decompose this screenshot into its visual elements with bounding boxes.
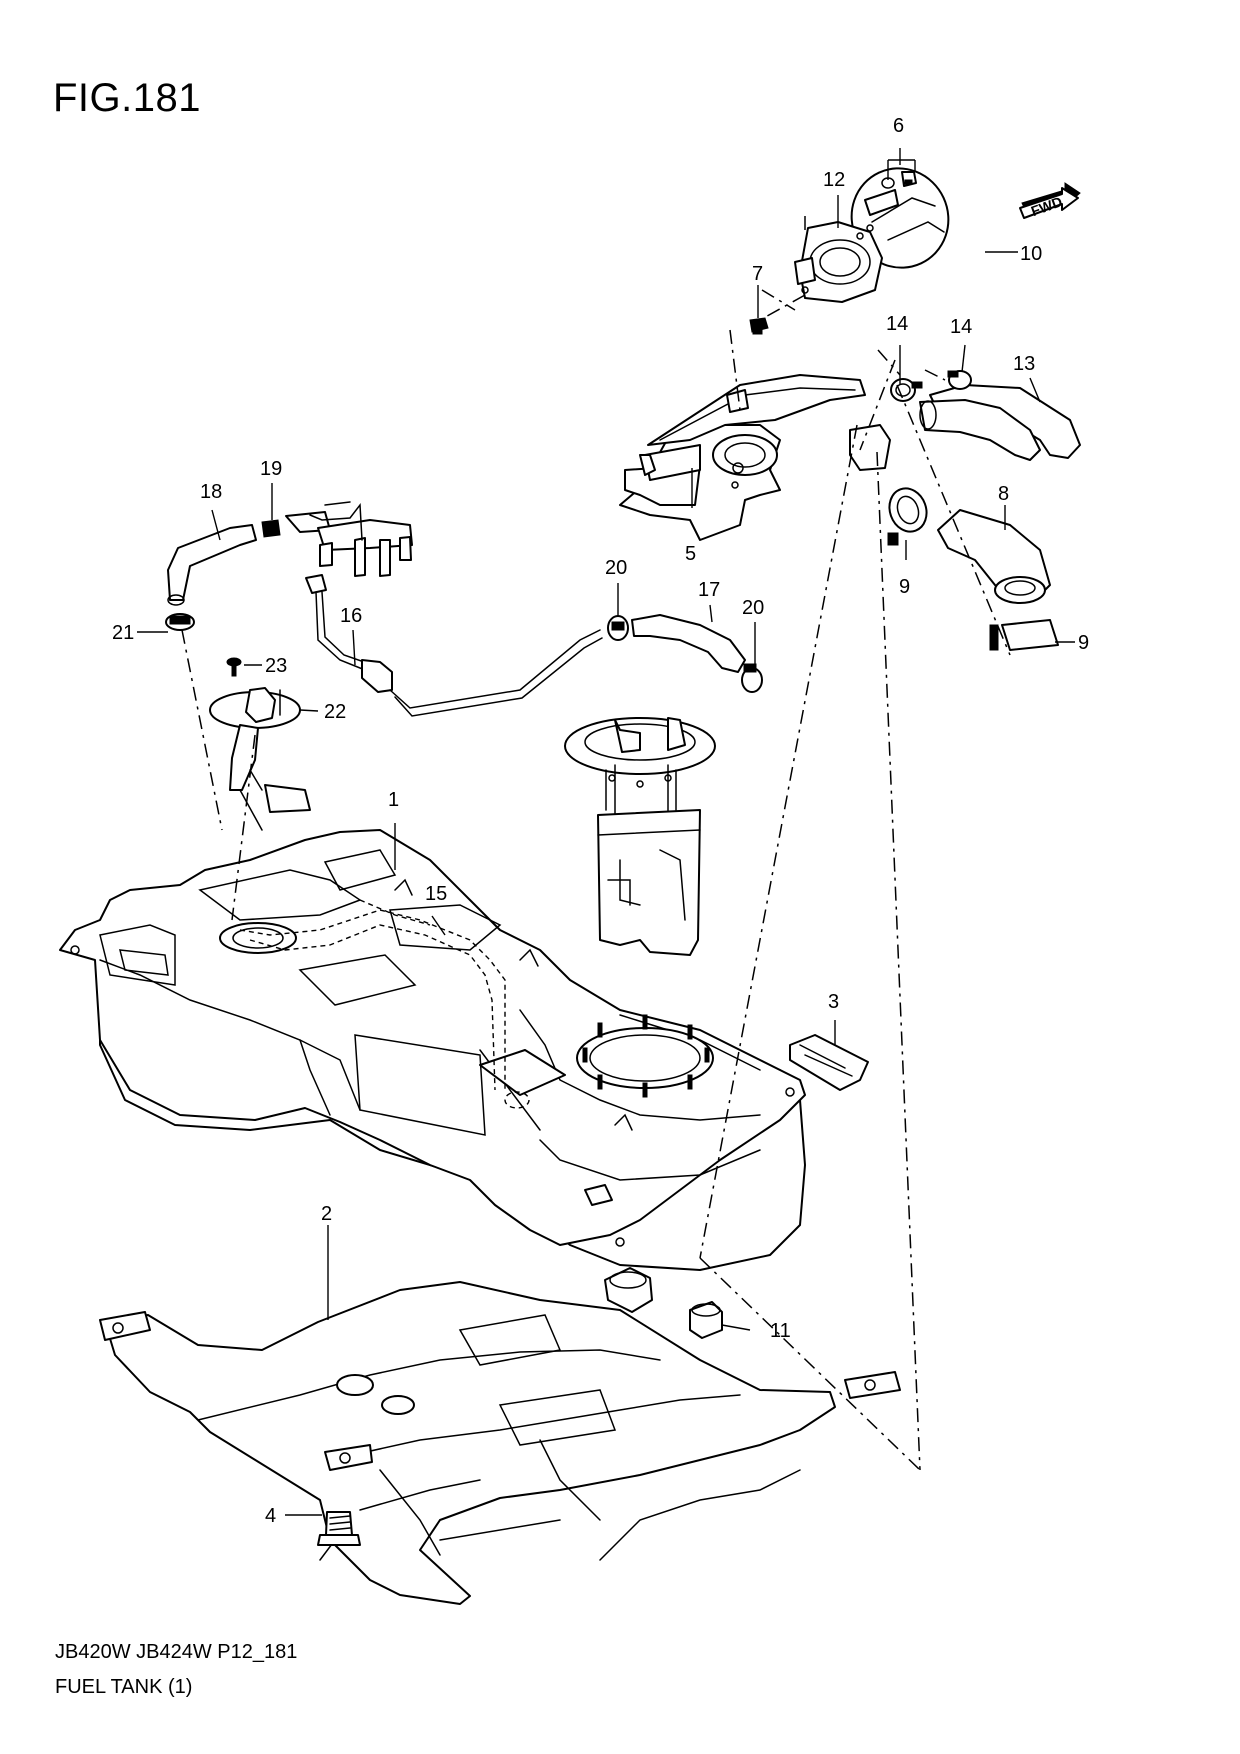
fuel-pump-assembly[interactable] [564, 717, 716, 956]
bolt-part-4[interactable] [317, 1511, 361, 1546]
callout-numbers: 1 2 3 4 5 6 7 8 9 9 10 11 12 13 14 14 15… [112, 115, 1089, 1527]
callout-13: 13 [1013, 353, 1035, 375]
tank-guard-part-2[interactable] [99, 1281, 901, 1605]
figure-title: FIG.181 [53, 76, 202, 120]
leader-lines [137, 148, 1075, 1516]
callout-7: 7 [752, 263, 763, 285]
callout-4: 4 [265, 1505, 276, 1527]
screw-washer-part-6[interactable] [881, 171, 917, 189]
fwd-badge-text: FWD [1029, 193, 1064, 219]
callout-17: 17 [698, 579, 720, 601]
hose-part-18[interactable] [167, 524, 257, 606]
clamp-part-20b[interactable] [741, 663, 763, 693]
callout-9b: 9 [1078, 632, 1089, 654]
callout-9a: 9 [899, 576, 910, 598]
callout-8: 8 [998, 483, 1009, 505]
hose-part-8[interactable] [937, 509, 1051, 604]
bolt-part-23[interactable] [226, 657, 242, 677]
clamp-part-9b[interactable] [989, 619, 1059, 651]
pipe-part-16[interactable] [305, 574, 603, 717]
callout-5: 5 [685, 543, 696, 565]
callout-20a: 20 [605, 557, 627, 579]
grommet-part-11[interactable] [689, 1301, 723, 1339]
filler-housing-part-12[interactable] [794, 221, 883, 303]
hose-part-13[interactable] [919, 384, 1081, 461]
figure-caption-name: FUEL TANK (1) [55, 1676, 193, 1698]
callout-2: 2 [321, 1203, 332, 1225]
clamp-part-14a[interactable] [890, 378, 923, 402]
clamp-part-20a[interactable] [607, 615, 629, 641]
figure-caption-code: JB420W JB424W P12_181 [55, 1641, 298, 1663]
fuel-tank-part-1[interactable] [59, 829, 806, 1313]
clamp-part-21[interactable] [165, 613, 195, 631]
callout-20b: 20 [742, 597, 764, 619]
callout-3: 3 [828, 991, 839, 1013]
callout-6: 6 [893, 115, 904, 137]
callout-19: 19 [260, 458, 282, 480]
callout-10: 10 [1020, 243, 1042, 265]
clamp-part-14b[interactable] [947, 370, 972, 390]
hose-part-17[interactable] [631, 614, 746, 673]
callout-16: 16 [340, 605, 362, 627]
callout-23: 23 [265, 655, 287, 677]
forward-direction-arrow: FWD [1019, 182, 1081, 219]
clamp-part-19[interactable] [261, 519, 281, 538]
callout-21: 21 [112, 622, 134, 644]
callout-15: 15 [425, 883, 447, 905]
pad-part-3[interactable] [789, 1034, 869, 1091]
fuel-inlet-pipe-part-5[interactable] [619, 374, 891, 541]
bolt-part-7[interactable] [749, 317, 769, 335]
callout-14a: 14 [886, 313, 908, 335]
callout-1: 1 [388, 789, 399, 811]
vent-pipe-assembly[interactable] [285, 501, 413, 577]
fuel-gauge-sender-part-22[interactable] [209, 687, 311, 831]
callout-12: 12 [823, 169, 845, 191]
callout-11: 11 [770, 1320, 791, 1342]
assembly-reference-lines [181, 210, 1011, 1471]
callout-22: 22 [324, 701, 346, 723]
clamp-part-9a[interactable] [884, 483, 933, 546]
callout-18: 18 [200, 481, 222, 503]
callout-14b: 14 [950, 316, 972, 338]
